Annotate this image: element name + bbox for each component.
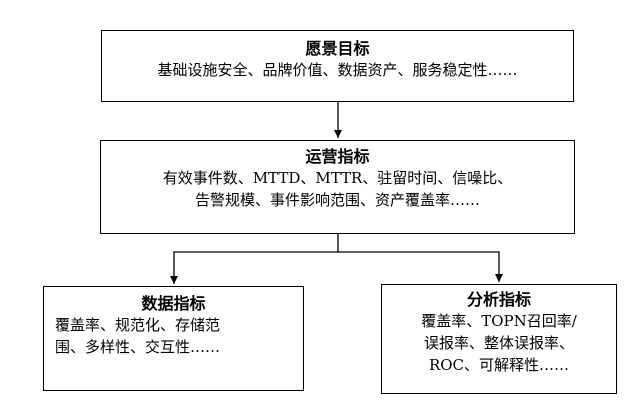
analysis-metrics-line-1: 覆盖率、TOPN召回率/ <box>421 312 577 330</box>
operations-metrics-line-2: 告警规模、事件影响范围、资产覆盖率…… <box>194 191 480 209</box>
analysis-metrics-line-2: 误报率、整体误报率、 <box>423 334 574 352</box>
data-metrics-line-2: 围、多样性、交互性…… <box>55 338 221 356</box>
arrow-ops-to-data <box>170 234 339 284</box>
operations-metrics-line-1: 有效事件数、MTTD、MTTR、驻留时间、信噪比、 <box>162 169 513 187</box>
operations-metrics-box: 运营指标 有效事件数、MTTD、MTTR、驻留时间、信噪比、 告警规模、事件影响… <box>100 140 575 234</box>
data-metrics-title: 数据指标 <box>141 294 206 313</box>
analysis-metrics-box: 分析指标 覆盖率、TOPN召回率/ 误报率、整体误报率、 ROC、可解释性…… <box>381 284 617 394</box>
vision-goal-box: 愿景目标 基础设施安全、品牌价值、数据资产、服务稳定性…… <box>101 30 574 102</box>
data-metrics-line-1: 覆盖率、规范化、存储范 <box>55 316 221 334</box>
vision-goal-line-1: 基础设施安全、品牌价值、数据资产、服务稳定性…… <box>157 61 518 79</box>
operations-metrics-title: 运营指标 <box>305 147 370 166</box>
data-metrics-box: 数据指标 覆盖率、规范化、存储范 围、多样性、交互性…… <box>43 286 304 391</box>
arrow-ops-to-analysis <box>338 251 503 282</box>
analysis-metrics-title: 分析指标 <box>466 290 531 309</box>
vision-goal-title: 愿景目标 <box>305 39 370 58</box>
analysis-metrics-line-3: ROC、可解释性…… <box>428 356 570 374</box>
